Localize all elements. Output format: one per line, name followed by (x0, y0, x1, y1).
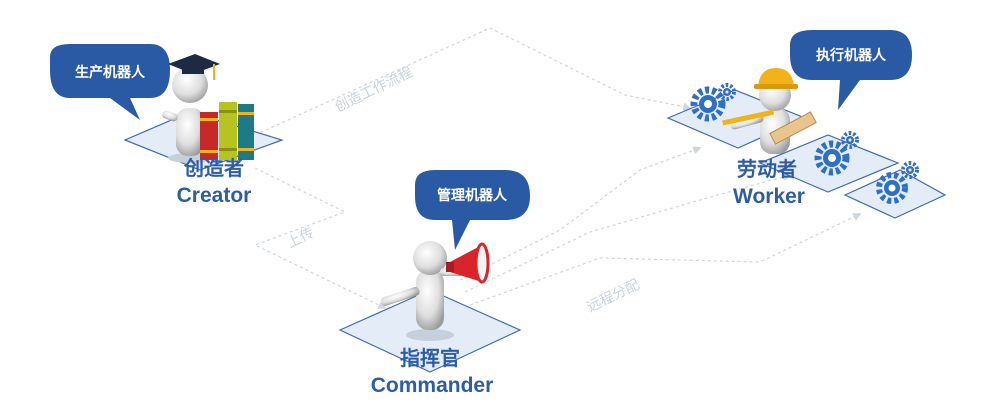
pencil-icon (722, 109, 775, 126)
flow-label-upload: 上传 (285, 225, 317, 252)
flow-create-workflow (254, 27, 692, 136)
mortarboard-icon (168, 54, 220, 80)
worker-bubble: 执行机器人 (790, 30, 912, 110)
hardhat-icon (754, 68, 798, 89)
creator-bubble: 生产机器人 (50, 44, 170, 120)
commander-label-zh: 指挥官 (400, 346, 460, 370)
worker-bubble-text: 执行机器人 (816, 47, 887, 64)
worker-label-zh: 劳动者 (737, 157, 797, 181)
gear-icon (718, 83, 736, 101)
books-icon (200, 102, 254, 160)
gear-icon (841, 131, 859, 149)
gear-icon (814, 140, 850, 176)
ruler-icon (769, 111, 817, 145)
flow-label-create-workflow: 创造工作流程 (333, 64, 416, 115)
creator-label-en: Creator (177, 184, 252, 207)
creator-label-zh: 创造者 (183, 156, 244, 180)
gear-icon (690, 86, 726, 122)
commander-figure (380, 241, 464, 341)
flow-label-remote-dispatch: 远程分配 (585, 277, 642, 316)
flow-dispatch-3 (469, 213, 862, 306)
flow-dispatch-1 (459, 146, 702, 281)
commander-label-en: Commander (371, 374, 494, 397)
gear-icon (901, 161, 919, 179)
creator-figure (162, 67, 212, 163)
flow-upload (253, 167, 387, 309)
commander-bubble: 管理机器人 (415, 170, 530, 250)
creator-bubble-text: 生产机器人 (75, 64, 146, 81)
worker-group: 执行机器人 (666, 30, 947, 219)
gear-icons (690, 83, 919, 204)
worker-label-en: Worker (733, 185, 805, 208)
gear-icon (876, 172, 908, 204)
flow-lines (253, 27, 862, 309)
commander-bubble-text: 管理机器人 (437, 187, 508, 204)
creator-group: 生产机器人 创造者 Creator (50, 44, 284, 207)
megaphone-icon (446, 242, 490, 284)
commander-group: 管理机器人 指挥官 Commander (338, 170, 530, 397)
